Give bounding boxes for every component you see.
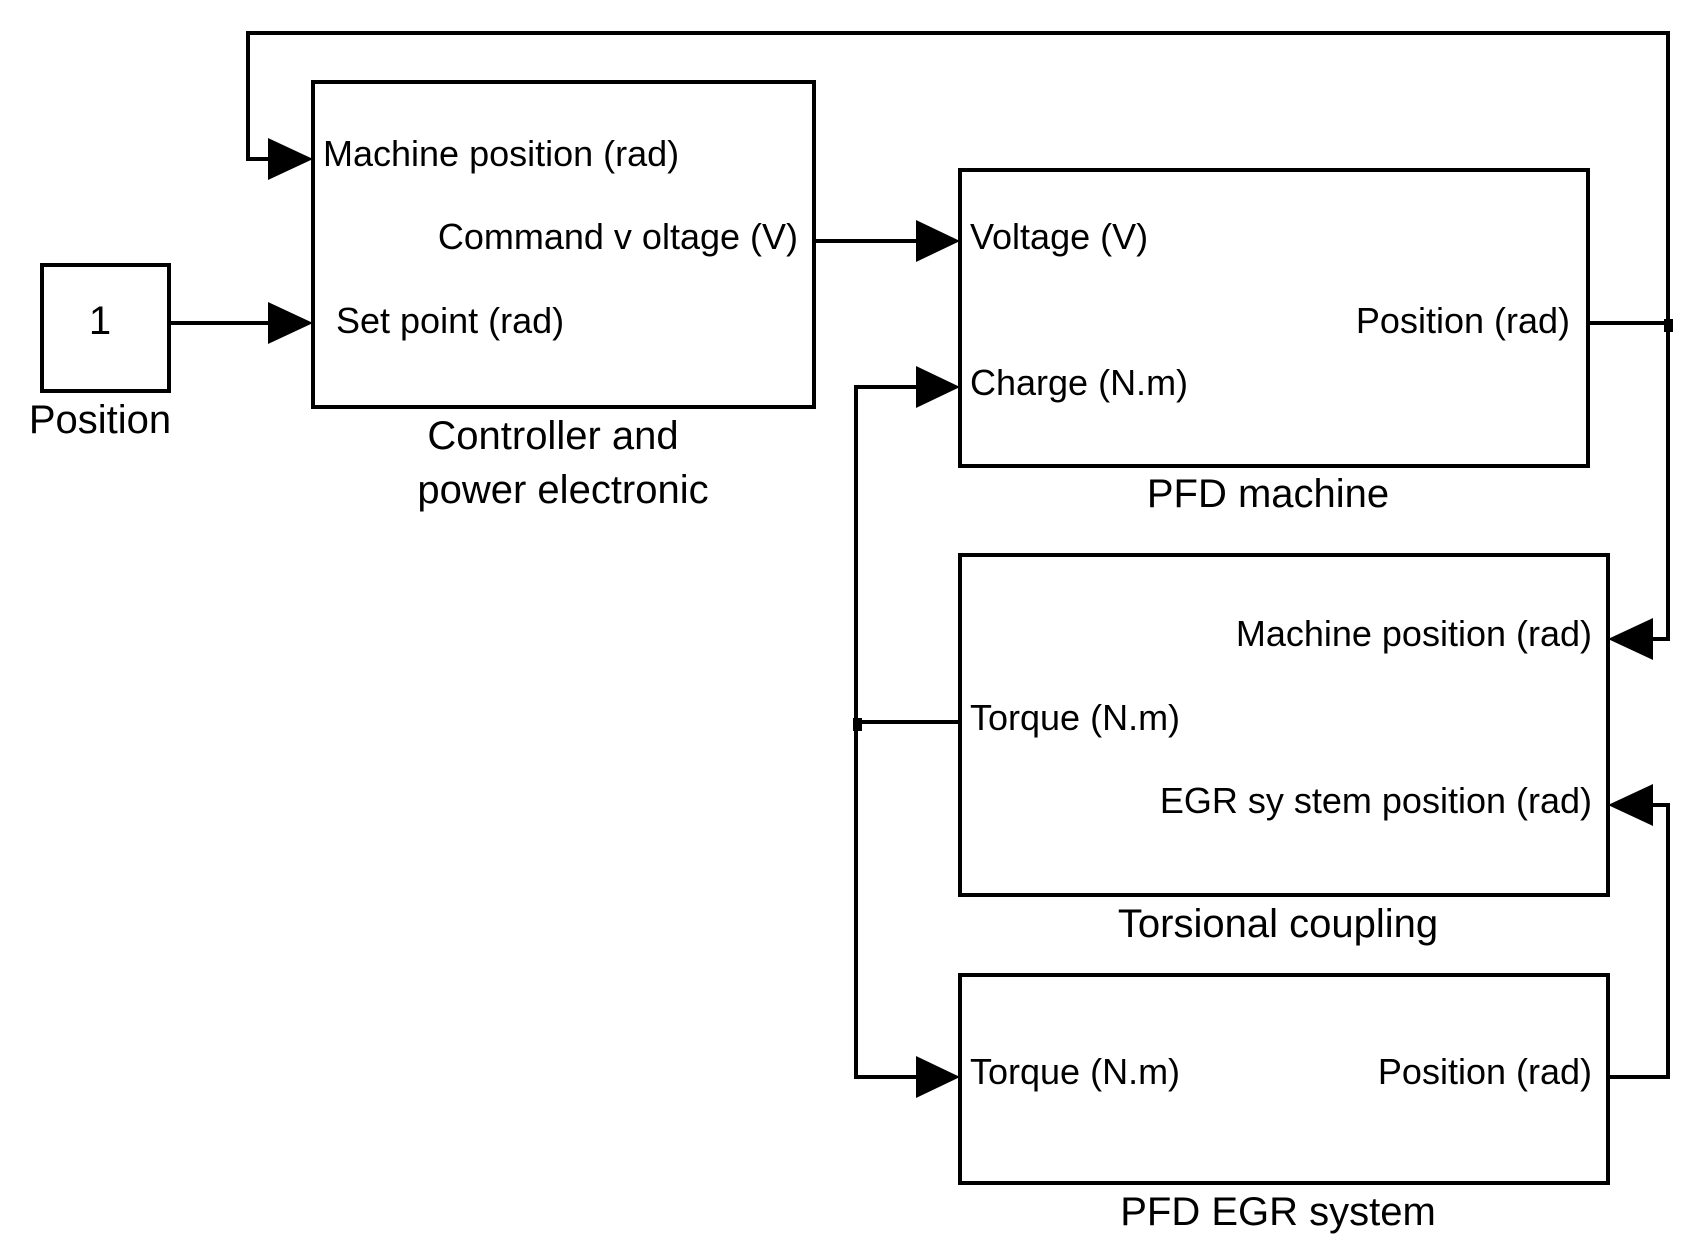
torsional-coupling-input-egr-position-label: EGR sy stem position (rad) xyxy=(1160,780,1592,821)
pfd-machine-output-position-label: Position (rad) xyxy=(1356,300,1570,341)
pfd-machine-block[interactable]: Voltage (V) Position (rad) Charge (N.m) xyxy=(958,168,1590,468)
torsional-coupling-block[interactable]: Machine position (rad) Torque (N.m) EGR … xyxy=(958,553,1610,897)
constant-block-caption: Position xyxy=(29,398,171,442)
pfd-machine-block-box[interactable] xyxy=(958,168,1590,468)
pfd-machine-input-voltage-label: Voltage (V) xyxy=(970,216,1148,257)
pfd-machine-input-charge-label: Charge (N.m) xyxy=(970,362,1188,403)
torsional-coupling-output-torque-label: Torque (N.m) xyxy=(970,697,1180,738)
constant-block[interactable]: 1 xyxy=(40,263,171,393)
wire-position-feedback-top[interactable] xyxy=(246,31,1670,323)
arrow-controller-machine-position xyxy=(268,138,313,180)
arrow-charge xyxy=(916,366,960,408)
controller-block[interactable]: Machine position (rad) Command v oltage … xyxy=(311,80,816,409)
pfd-egr-input-torque-label: Torque (N.m) xyxy=(970,1051,1180,1092)
pfd-machine-block-caption: PFD machine xyxy=(1147,472,1389,516)
wire-position-to-coupling[interactable] xyxy=(1651,323,1670,641)
arrow-voltage xyxy=(916,220,960,262)
controller-block-caption-line1: Controller and xyxy=(427,414,678,458)
controller-input-set-point-label: Set point (rad) xyxy=(336,300,564,341)
controller-block-caption-line2: power electronic xyxy=(417,468,708,512)
constant-value: 1 xyxy=(89,299,111,343)
controller-output-command-voltage-label: Command v oltage (V) xyxy=(438,216,798,257)
constant-block-box[interactable] xyxy=(40,263,171,393)
wire-torque-to-egr[interactable] xyxy=(854,722,918,1079)
torsional-coupling-block-caption: Torsional coupling xyxy=(1118,902,1438,946)
pfd-egr-block[interactable]: Torque (N.m) Position (rad) xyxy=(958,973,1610,1185)
controller-input-machine-position-label: Machine position (rad) xyxy=(323,133,679,174)
torsional-coupling-input-machine-position-label: Machine position (rad) xyxy=(1236,613,1592,654)
arrow-egr-torque xyxy=(916,1056,960,1098)
pfd-egr-block-caption: PFD EGR system xyxy=(1120,1190,1436,1234)
arrow-coupling-machine-position xyxy=(1608,618,1653,660)
junction-torque xyxy=(853,718,862,731)
pfd-egr-output-position-label: Position (rad) xyxy=(1378,1051,1592,1092)
wire-torque-to-charge[interactable] xyxy=(854,385,918,722)
arrow-setpoint xyxy=(268,302,313,344)
wire-egr-position[interactable] xyxy=(1608,803,1670,1079)
controller-block-box[interactable] xyxy=(311,80,816,409)
arrow-coupling-egr-position xyxy=(1608,784,1653,826)
pfd-egr-block-box[interactable] xyxy=(958,973,1610,1185)
torsional-coupling-block-box[interactable] xyxy=(958,553,1610,897)
